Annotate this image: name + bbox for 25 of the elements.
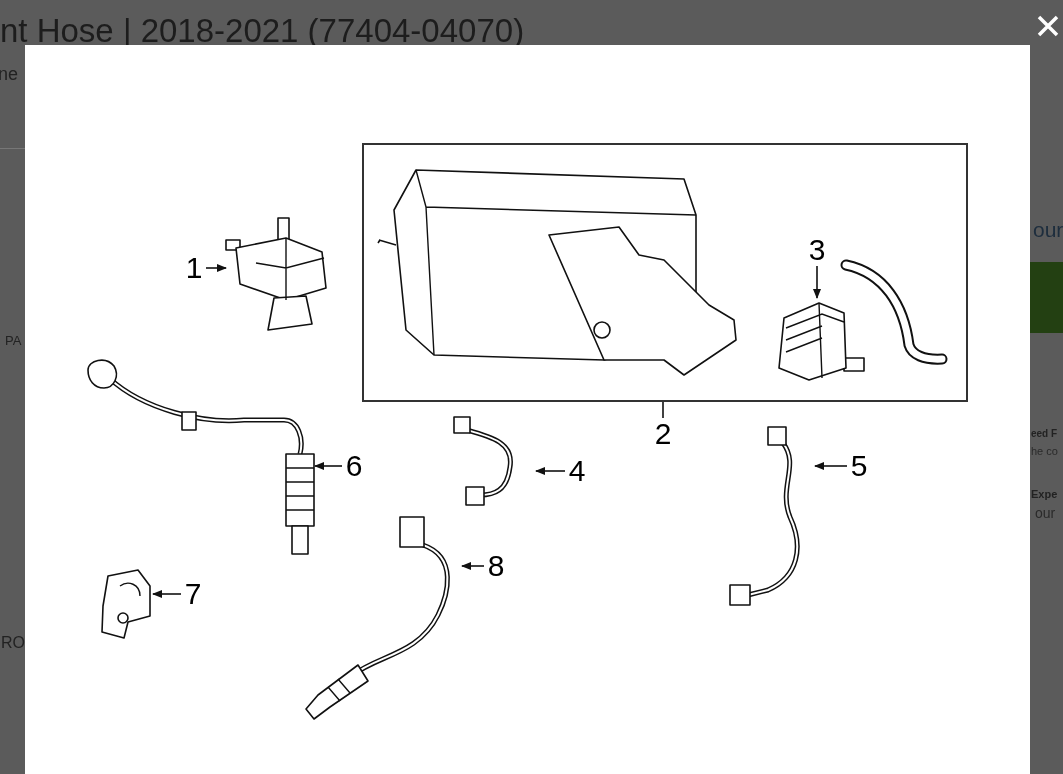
text-fragment: Expe (1031, 488, 1058, 500)
leader-arrow (314, 462, 343, 470)
callout-number: 1 (182, 252, 206, 284)
text-fragment: RO (1, 634, 25, 652)
callout-number: 7 (181, 578, 205, 610)
leader-arrow (461, 562, 485, 570)
text-fragment: PA (5, 333, 22, 348)
leader-line (662, 401, 664, 419)
callout-number: 6 (342, 450, 366, 482)
callout-number: 2 (651, 418, 675, 450)
leader-arrow (152, 590, 182, 598)
leader-arrow (205, 264, 227, 272)
text-fragment: ne (0, 64, 19, 85)
callout-number: 3 (805, 234, 829, 266)
oxygen-sensor-drawing (84, 358, 315, 555)
callout-number: 4 (565, 455, 589, 487)
text-fragment: eed F (1031, 428, 1058, 439)
group-frame (362, 143, 968, 402)
bracket-drawing (98, 566, 153, 639)
leader-arrow (535, 467, 566, 475)
callout-number: 5 (847, 450, 871, 482)
text-fragment: our (1033, 218, 1063, 242)
callout-number: 8 (484, 550, 508, 582)
leader-arrow (813, 265, 821, 299)
leader-arrow (814, 462, 848, 470)
